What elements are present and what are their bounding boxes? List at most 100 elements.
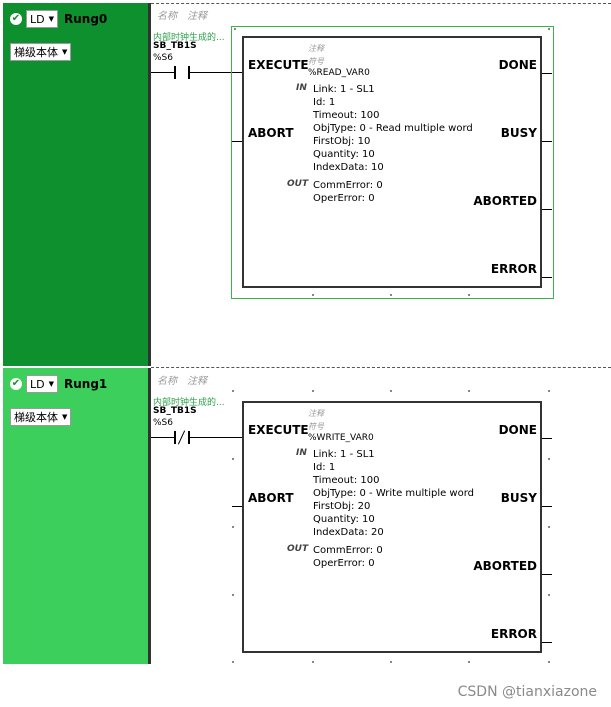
busy-pin-line [542, 141, 552, 142]
in-param-id[interactable]: Id: 1 [313, 462, 336, 473]
input-pin-abort[interactable]: ABORT [248, 491, 294, 505]
block-instance[interactable]: %READ_VAR0 [308, 68, 370, 78]
in-param-indexdata[interactable]: IndexData: 10 [313, 162, 384, 173]
grid-dot [232, 661, 234, 663]
block-comment[interactable]: 注释 [308, 44, 324, 53]
grid-dot [232, 594, 234, 596]
chevron-down-icon: ▼ [62, 413, 68, 421]
column-headers: 名称注释 [157, 7, 217, 22]
output-pin-error[interactable]: ERROR [490, 262, 537, 276]
watermark: CSDN @tianxiazone [457, 684, 597, 700]
contact-comment[interactable]: 内部时钟生成的... [153, 33, 225, 43]
wire [190, 72, 243, 73]
rung-1-sidebar[interactable]: ✔ LD▼ Rung1 梯级本体▼ [3, 368, 148, 664]
block-symbol[interactable]: 符号 [308, 57, 324, 66]
name-column-header: 名称 [157, 11, 177, 22]
contact-variable[interactable]: SB_TB1S [153, 41, 197, 51]
output-pin-aborted[interactable]: ABORTED [473, 194, 537, 208]
negation-slash-icon [177, 430, 186, 445]
rung-enabled-checkbox[interactable]: ✔ [10, 378, 22, 390]
error-pin-line [542, 642, 552, 643]
chevron-down-icon: ▼ [48, 15, 54, 23]
rung-0-sidebar[interactable]: ✔ LD▼ Rung0 梯级本体▼ [3, 3, 148, 366]
in-param-link[interactable]: Link: 1 - SL1 [313, 449, 375, 460]
aborted-pin-line [542, 209, 552, 210]
input-pin-execute[interactable]: EXECUTE [248, 58, 309, 72]
language-dropdown[interactable]: LD▼ [26, 10, 58, 28]
done-pin-line [542, 438, 552, 439]
output-pin-aborted[interactable]: ABORTED [473, 559, 537, 573]
done-pin-line [542, 73, 552, 74]
grid-dot [548, 390, 550, 392]
out-label: OUT [287, 544, 309, 554]
name-column-header: 名称 [157, 376, 177, 387]
rung-1: ✔ LD▼ Rung1 梯级本体▼ 名称注释 内部时钟生成的... SB_TB1… [0, 366, 611, 664]
output-pin-error[interactable]: ERROR [490, 627, 537, 641]
out-param-opererror[interactable]: OperError: 0 [313, 558, 375, 569]
grid-dot [548, 458, 550, 460]
input-pin-execute[interactable]: EXECUTE [248, 423, 309, 437]
in-param-link[interactable]: Link: 1 - SL1 [313, 84, 375, 95]
rung-name[interactable]: Rung1 [64, 377, 108, 391]
rung-enabled-checkbox[interactable]: ✔ [10, 13, 22, 25]
rung-body-dropdown[interactable]: 梯级本体▼ [10, 43, 72, 61]
grid-dot [548, 594, 550, 596]
in-param-timeout[interactable]: Timeout: 100 [313, 110, 380, 121]
power-rail [148, 368, 151, 664]
in-param-objtype[interactable]: ObjType: 0 - Write multiple word [313, 488, 475, 499]
in-label: IN [296, 83, 307, 93]
in-param-objtype[interactable]: ObjType: 0 - Read multiple word [313, 123, 473, 134]
in-param-firstobj[interactable]: FirstObj: 10 [313, 136, 371, 147]
in-param-timeout[interactable]: Timeout: 100 [313, 475, 380, 486]
in-param-firstobj[interactable]: FirstObj: 20 [313, 501, 371, 512]
language-dropdown[interactable]: LD▼ [26, 375, 58, 393]
error-pin-line [542, 277, 552, 278]
contact-variable[interactable]: SB_TB1S [153, 406, 197, 416]
contact-address[interactable]: %S6 [153, 418, 173, 428]
grid-dot [468, 390, 470, 392]
in-param-quantity[interactable]: Quantity: 10 [313, 514, 375, 525]
output-pin-done[interactable]: DONE [498, 58, 537, 72]
comment-column-header: 注释 [187, 11, 207, 22]
out-param-commerror[interactable]: CommError: 0 [313, 180, 383, 191]
contact-address[interactable]: %S6 [153, 53, 173, 63]
block-comment[interactable]: 注释 [308, 409, 324, 418]
normally-closed-contact[interactable] [174, 430, 190, 445]
block-instance[interactable]: %WRITE_VAR0 [308, 433, 374, 443]
input-pin-abort[interactable]: ABORT [248, 126, 294, 140]
grid-dot [548, 661, 550, 663]
in-param-id[interactable]: Id: 1 [313, 97, 336, 108]
in-param-quantity[interactable]: Quantity: 10 [313, 149, 375, 160]
output-pin-done[interactable]: DONE [498, 423, 537, 437]
block-symbol[interactable]: 符号 [308, 422, 324, 431]
grid-dot [232, 458, 234, 460]
comment-column-header: 注释 [187, 376, 207, 387]
normally-open-contact[interactable] [174, 66, 190, 79]
busy-pin-line [542, 506, 552, 507]
rung-divider [151, 3, 611, 4]
grid-dot [548, 526, 550, 528]
function-block-read-var[interactable] [242, 36, 542, 288]
aborted-pin-line [542, 574, 552, 575]
out-label: OUT [287, 179, 309, 189]
out-param-opererror[interactable]: OperError: 0 [313, 193, 375, 204]
grid-dot [468, 661, 470, 663]
output-pin-busy[interactable]: BUSY [500, 491, 537, 505]
in-param-indexdata[interactable]: IndexData: 20 [313, 527, 384, 538]
grid-dot [312, 661, 314, 663]
abort-pin-line [232, 141, 242, 142]
check-icon: ✔ [11, 378, 21, 389]
grid-dot [390, 294, 392, 296]
grid-dot [548, 28, 550, 30]
output-pin-busy[interactable]: BUSY [500, 126, 537, 140]
block-selection-frame[interactable] [231, 26, 554, 299]
grid-dot [232, 526, 234, 528]
contact-comment[interactable]: 内部时钟生成的... [153, 398, 225, 408]
function-block-write-var[interactable] [242, 401, 542, 653]
rung-name[interactable]: Rung0 [64, 12, 108, 26]
rung-body-dropdown[interactable]: 梯级本体▼ [10, 408, 72, 426]
wire [151, 437, 174, 438]
grid-dot [390, 390, 392, 392]
out-param-commerror[interactable]: CommError: 0 [313, 545, 383, 556]
in-label: IN [296, 448, 307, 458]
